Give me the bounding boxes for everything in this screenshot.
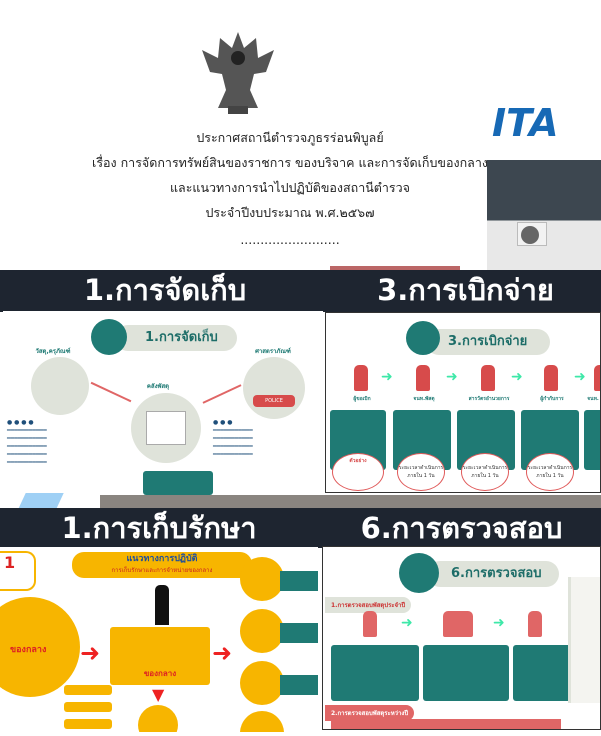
building-photo (487, 160, 601, 270)
announcement-line3: และแนวทางการนำไปปฏิบัติของสถานีตำรวจ (170, 180, 410, 195)
evidence-circle: ของกลาง (0, 597, 80, 697)
warehouse-building-icon (131, 393, 201, 463)
duration-oval: ระยะเวลาดำเนินการภายใน 1 วัน (461, 453, 509, 491)
step-label: จนท.พัสดุ (413, 396, 435, 402)
panel-title-storage: 1.การจัดเก็บ (83, 273, 247, 307)
garuda-emblem (198, 28, 278, 116)
officer-box-label: ของกลาง (110, 627, 210, 685)
infographic-storage: 1.การจัดเก็บ วัสดุ,ครุภัณฑ์ คลังพัสดุ ศา… (3, 311, 323, 496)
example-oval: ตัวอย่าง (332, 453, 384, 491)
announcement-dots: ......................... (240, 232, 340, 247)
storage-inner-title: 1.การจัดเก็บ (115, 325, 237, 351)
process-steps: ➜ ➜ ➜ ➜ ผู้ขอเบิก จนท.พัสดุ สารวัตรอำนวย… (326, 361, 600, 411)
section-interim-inspection: 2.การตรวจสอบพัสดุระหว่างปี (325, 705, 415, 721)
supplies-icon (31, 357, 89, 415)
step-label: ผู้ขอเบิก (353, 396, 371, 402)
duration-oval: ระยะเวลาดำเนินการภายใน 1 วัน (397, 453, 445, 491)
section-header-row1: 1.การจัดเก็บ 3.การเบิกจ่าย (0, 270, 601, 312)
guideline-title: แนวทางการปฏิบัติ (126, 554, 198, 564)
weapons-vehicles-icon: POLICE (243, 357, 305, 419)
panel-title-safekeeping: 1.การเก็บรักษา (61, 511, 257, 545)
inspection-inner-title: 6.การตรวจสอบ (427, 561, 559, 587)
announcement-line1: ประกาศสถานีตำรวจภูธรร่อนพิบูลย์ (196, 130, 384, 145)
infographic-safekeeping: 1 แนวทางการปฏิบัติ การเก็บรักษาและการจำห… (0, 547, 318, 732)
panel-title-disbursement: 3.การเบิกจ่าย (377, 273, 554, 307)
duration-oval: ระยะเวลาดำเนินการภายใน 1 วัน (526, 453, 574, 491)
disbursement-inner-title: 3.การเบิกจ่าย (426, 329, 550, 355)
police-car-label: POLICE (253, 395, 295, 407)
step-label: จนท. (587, 396, 599, 402)
guideline-banner: แนวทางการปฏิบัติ การเก็บรักษาและการจำหน่… (72, 552, 252, 578)
step-label: ผู้กำกับการ (540, 396, 564, 402)
announcement-line4: ประจำปีงบประมาณ พ.ศ.๒๕๖๗ (205, 205, 375, 220)
panel-title-inspection: 6.การตรวจสอบ (360, 511, 563, 545)
guideline-subtitle: การเก็บรักษาและการจำหน่ายของกลาง (111, 567, 213, 574)
label-supplies: วัสดุ,ครุภัณฑ์ (35, 348, 71, 355)
ac-unit-icon (521, 226, 539, 244)
announcement-line2: เรื่อง การจัดการทรัพย์สินของราชการ ของบร… (92, 155, 488, 170)
step-label: สารวัตรอำนวยการ (468, 396, 510, 402)
infographic-disbursement: 3.การเบิกจ่าย ➜ ➜ ➜ ➜ ผู้ขอเบิก จนท.พัสด… (325, 312, 601, 493)
checklist-icon (399, 553, 439, 593)
section-header-row2: 1.การเก็บรักษา 6.การตรวจสอบ (0, 508, 601, 548)
handover-icon (406, 321, 440, 355)
ita-logo: ITA (492, 101, 559, 145)
infographic-inspection: 6.การตรวจสอบ 1.การตรวจสอบพัสดุประจำปี ➜ … (322, 546, 601, 730)
label-weapons: ศาสตราภัณฑ์ (255, 348, 291, 355)
officer-icon (155, 585, 169, 625)
section-annual-inspection: 1.การตรวจสอบพัสดุประจำปี (325, 597, 412, 613)
label-warehouse: คลังพัสดุ (146, 383, 170, 390)
warehouse-icon (91, 319, 127, 355)
evidence-label: ของกลาง (10, 645, 47, 655)
